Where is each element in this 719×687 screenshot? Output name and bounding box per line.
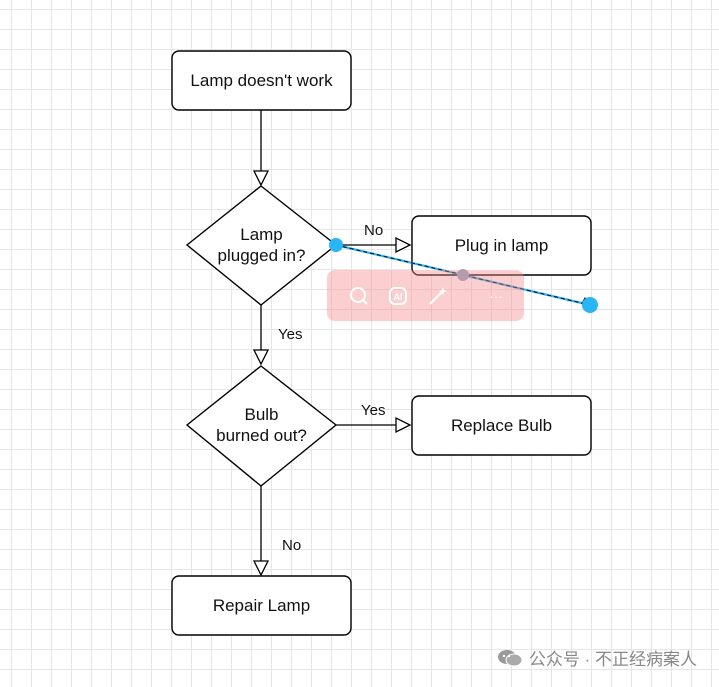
decision-bulb-line2: burned out? [216, 426, 307, 445]
decision-plugged-line1: Lamp [240, 225, 283, 244]
connector-start-handle[interactable] [329, 238, 343, 252]
decision-bulb-line1: Bulb [244, 405, 279, 424]
node-plug-in[interactable] [411, 215, 592, 276]
node-repair-lamp-label: Repair Lamp [212, 596, 311, 615]
decision-plugged-line2: plugged in? [217, 246, 306, 265]
arrowhead [252, 560, 270, 577]
edge-label-d2-yes: Yes [361, 402, 386, 419]
floating-toolbar: AI ··· [327, 270, 524, 321]
node-decision-plugged-label: Lamp plugged in? [187, 212, 336, 278]
node-plug-in-label: Plug in lamp [454, 236, 549, 255]
node-start[interactable] [171, 50, 352, 111]
arrowhead [252, 170, 270, 187]
edge-label-d1-yes: Yes [278, 326, 303, 343]
edge-label-d1-no: No [364, 222, 384, 239]
wechat-icon [497, 649, 523, 666]
more-icon[interactable]: ··· [489, 288, 503, 304]
arrowhead [252, 349, 270, 366]
node-replace-bulb[interactable] [411, 395, 592, 456]
node-decision-bulb[interactable] [185, 365, 338, 487]
node-decision-bulb-label: Bulb burned out? [187, 392, 336, 458]
watermark-text: 公众号 · 不正经病案人 [528, 650, 697, 669]
svg-text:AI: AI [394, 292, 403, 302]
selected-connector[interactable] [335, 244, 591, 306]
search-icon[interactable] [347, 284, 371, 308]
connector-mid-handle[interactable] [457, 269, 469, 281]
watermark: 公众号 · 不正经病案人 [497, 645, 697, 670]
node-replace-bulb-label: Replace Bulb [450, 416, 553, 435]
node-repair-lamp[interactable] [171, 575, 352, 636]
ai-icon[interactable]: AI [386, 284, 410, 308]
node-decision-plugged[interactable] [185, 185, 338, 306]
arrowhead [395, 416, 412, 434]
edge-label-d2-no: No [282, 537, 302, 554]
magic-wand-icon[interactable] [425, 284, 449, 308]
arrowhead [395, 236, 412, 254]
node-start-label: Lamp doesn't work [190, 71, 333, 90]
connector-end-handle[interactable] [582, 297, 598, 313]
